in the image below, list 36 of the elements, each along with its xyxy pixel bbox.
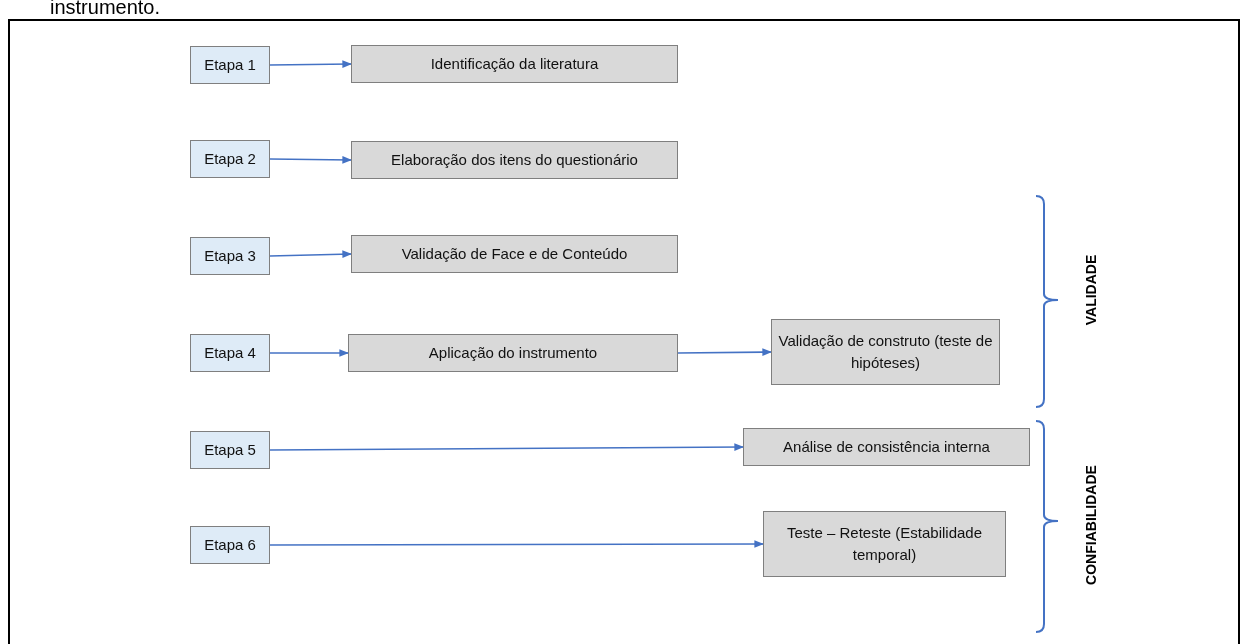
- arrow: [269, 156, 352, 164]
- node-text: Elaboração dos itens do questionário: [390, 150, 639, 171]
- caption-text: instrumento.: [50, 0, 161, 19]
- process-box: [743, 428, 1030, 466]
- process-box: [348, 334, 678, 372]
- step-box: [190, 526, 270, 564]
- arrow: [269, 443, 744, 451]
- node-text: Análise de consistência interna: [782, 437, 991, 458]
- step-box: [190, 46, 270, 84]
- node-text: Etapa 1: [203, 55, 257, 76]
- node-text: Etapa 6: [203, 535, 257, 556]
- node-text: Identificação da literatura: [429, 54, 600, 75]
- arrow: [269, 349, 349, 357]
- arrow: [269, 250, 352, 259]
- arrow: [269, 540, 764, 548]
- node-text: Etapa 5: [203, 440, 257, 461]
- node-text: Aplicação do instrumento: [427, 343, 599, 364]
- process-box: [771, 319, 1000, 385]
- group-label: CONFIABILIDADE: [1083, 465, 1099, 585]
- process-box: [351, 45, 678, 83]
- node-text: Validação de construto (teste de hipóteses): [777, 331, 994, 373]
- step-box: [190, 334, 270, 372]
- group-label: VALIDADE: [1083, 254, 1099, 326]
- step-box: [190, 140, 270, 178]
- arrow: [269, 60, 352, 68]
- node-text: Validação de Face e de Conteúdo: [400, 244, 629, 265]
- step-box: [190, 237, 270, 275]
- process-box: [351, 141, 678, 179]
- arrow: [677, 348, 772, 356]
- process-box: [763, 511, 1006, 577]
- node-text: Etapa 2: [203, 149, 257, 170]
- process-box: [351, 235, 678, 273]
- node-text: Etapa 4: [203, 343, 257, 364]
- node-text: Etapa 3: [203, 246, 257, 267]
- step-box: [190, 431, 270, 469]
- node-text: Teste – Reteste (Estabilidade temporal): [785, 523, 984, 565]
